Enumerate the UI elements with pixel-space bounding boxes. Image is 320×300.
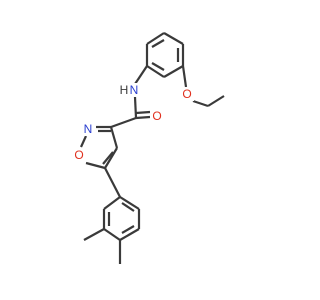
ring-n-label: N	[81, 122, 95, 136]
atom-labels: H N O O N O	[72, 83, 194, 162]
bond-layer	[79, 32, 225, 264]
bond	[121, 202, 135, 212]
ether-o-label: O	[180, 87, 194, 101]
ring-o-text: O	[74, 148, 83, 162]
bond	[151, 62, 165, 71]
amide-h-text: H	[120, 83, 129, 97]
bond	[103, 228, 121, 241]
bond	[151, 39, 165, 48]
bond	[181, 65, 188, 88]
bond	[85, 161, 106, 170]
amide-nh-label: H N	[118, 83, 144, 97]
bond	[104, 147, 118, 169]
structure-svg: H N O O N O	[72, 32, 225, 264]
bond	[110, 116, 137, 129]
bond	[119, 228, 140, 241]
amide-n-text: N	[130, 83, 139, 97]
bond	[163, 65, 184, 78]
bond	[119, 196, 140, 210]
ring-n-text: N	[84, 122, 93, 136]
bond	[104, 167, 121, 198]
bond	[102, 151, 114, 165]
bond	[163, 32, 184, 45]
bond	[146, 32, 165, 45]
bond	[133, 96, 138, 119]
ring-o-label: O	[72, 148, 86, 162]
ether-o-text: O	[182, 87, 191, 101]
bond	[103, 196, 121, 210]
bond	[121, 225, 135, 234]
bond	[135, 115, 151, 120]
bond	[146, 65, 165, 78]
bond	[207, 95, 225, 107]
bond	[109, 126, 119, 149]
bond	[192, 99, 209, 108]
bond	[134, 65, 148, 85]
carbonyl-o-label: O	[150, 109, 164, 123]
bond	[135, 110, 151, 115]
molecule-diagram: H N O O N O	[72, 32, 225, 264]
carbonyl-o-text: O	[152, 109, 161, 123]
bond	[79, 135, 88, 148]
bond	[83, 228, 105, 241]
